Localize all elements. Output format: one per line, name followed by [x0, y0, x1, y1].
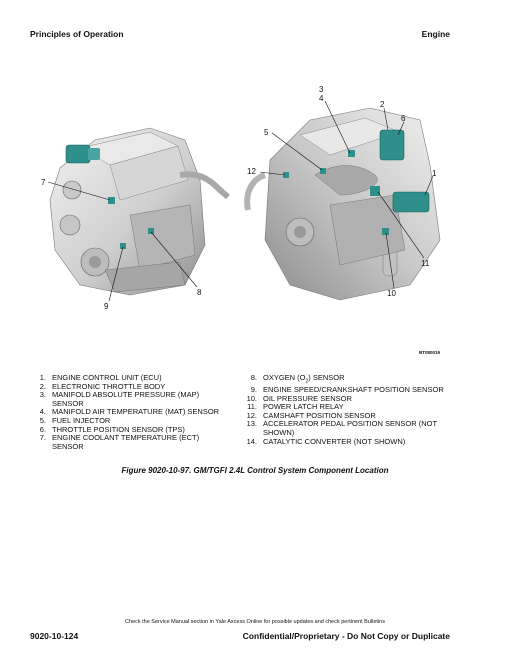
figure-reference-code: BT080019	[419, 350, 441, 355]
confidential-notice: Confidential/Proprietary - Do Not Copy o…	[242, 631, 450, 641]
throttle-body-right	[379, 129, 405, 161]
left-engine-drawing	[49, 127, 230, 296]
running-header-chapter: Engine	[421, 29, 450, 39]
service-manual-note: Check the Service Manual section in Yale…	[125, 619, 385, 625]
figure-caption: Figure 9020-10-97. GM/TGFI 2.4L Control …	[121, 466, 389, 475]
callout-labels: 7 8 9 3 4 5 12 2 6 1 11 10	[41, 85, 437, 311]
list-item: 9.ENGINE SPEED/CRANKSHAFT POSITION SENSO…	[250, 385, 444, 395]
list-item: 11.POWER LATCH RELAY	[247, 402, 344, 412]
list-item: 4.MANIFOLD AIR TEMPERATURE (MAT) SENSOR	[39, 407, 220, 417]
ecu-module-left	[65, 144, 91, 164]
callout-5: 5	[264, 128, 269, 137]
callout-11: 11	[421, 259, 430, 268]
list-item: 10.OIL PRESSURE SENSOR	[246, 393, 352, 403]
leader-lines	[47, 100, 434, 302]
list-item: 3.MANIFOLD ABSOLUTE PRESSURE (MAP) SENSO…	[39, 390, 200, 408]
list-item: 12.CAMSHAFT POSITION SENSOR	[246, 410, 376, 420]
callout-9: 9	[104, 302, 109, 311]
callout-1: 1	[432, 169, 437, 178]
list-item: 13.ACCELERATOR PEDAL POSITION SENSOR (NO…	[246, 419, 437, 438]
ecu-module-right	[392, 191, 430, 213]
list-item: 2.ELECTRONIC THROTTLE BODY	[39, 381, 166, 391]
list-item: 1.ENGINE CONTROL UNIT (ECU)	[39, 373, 162, 382]
list-item: 7.ENGINE COOLANT TEMPERATURE (ECT) SENSO…	[39, 433, 200, 451]
list-item: 8.OXYGEN (O2) SENSOR	[250, 373, 345, 385]
component-list-right: 8.OXYGEN (O2) SENSOR 9.ENGINE SPEED/CRAN…	[241, 373, 461, 446]
list-item: 6.THROTTLE POSITION SENSOR (TPS)	[39, 424, 185, 434]
engine-component-figure: 7 8 9 3 4 5 12 2 6 1 11 10	[41, 85, 441, 311]
running-header-section: Principles of Operation	[30, 29, 124, 39]
right-engine-drawing	[244, 107, 441, 301]
callout-8: 8	[197, 288, 202, 297]
list-item: 14.CATALYTIC CONVERTER (NOT SHOWN)	[246, 436, 406, 446]
callout-3: 3	[319, 85, 324, 94]
component-list-left: 1.ENGINE CONTROL UNIT (ECU) 2.ELECTRONIC…	[30, 373, 230, 451]
list-item: 5.FUEL INJECTOR	[39, 415, 111, 425]
callout-6: 6	[401, 114, 406, 123]
callout-4: 4	[319, 94, 324, 103]
callout-10: 10	[387, 289, 396, 298]
page-number: 9020-10-124	[30, 631, 79, 641]
callout-7: 7	[41, 178, 46, 187]
callout-12: 12	[247, 167, 256, 176]
callout-2: 2	[380, 100, 385, 109]
